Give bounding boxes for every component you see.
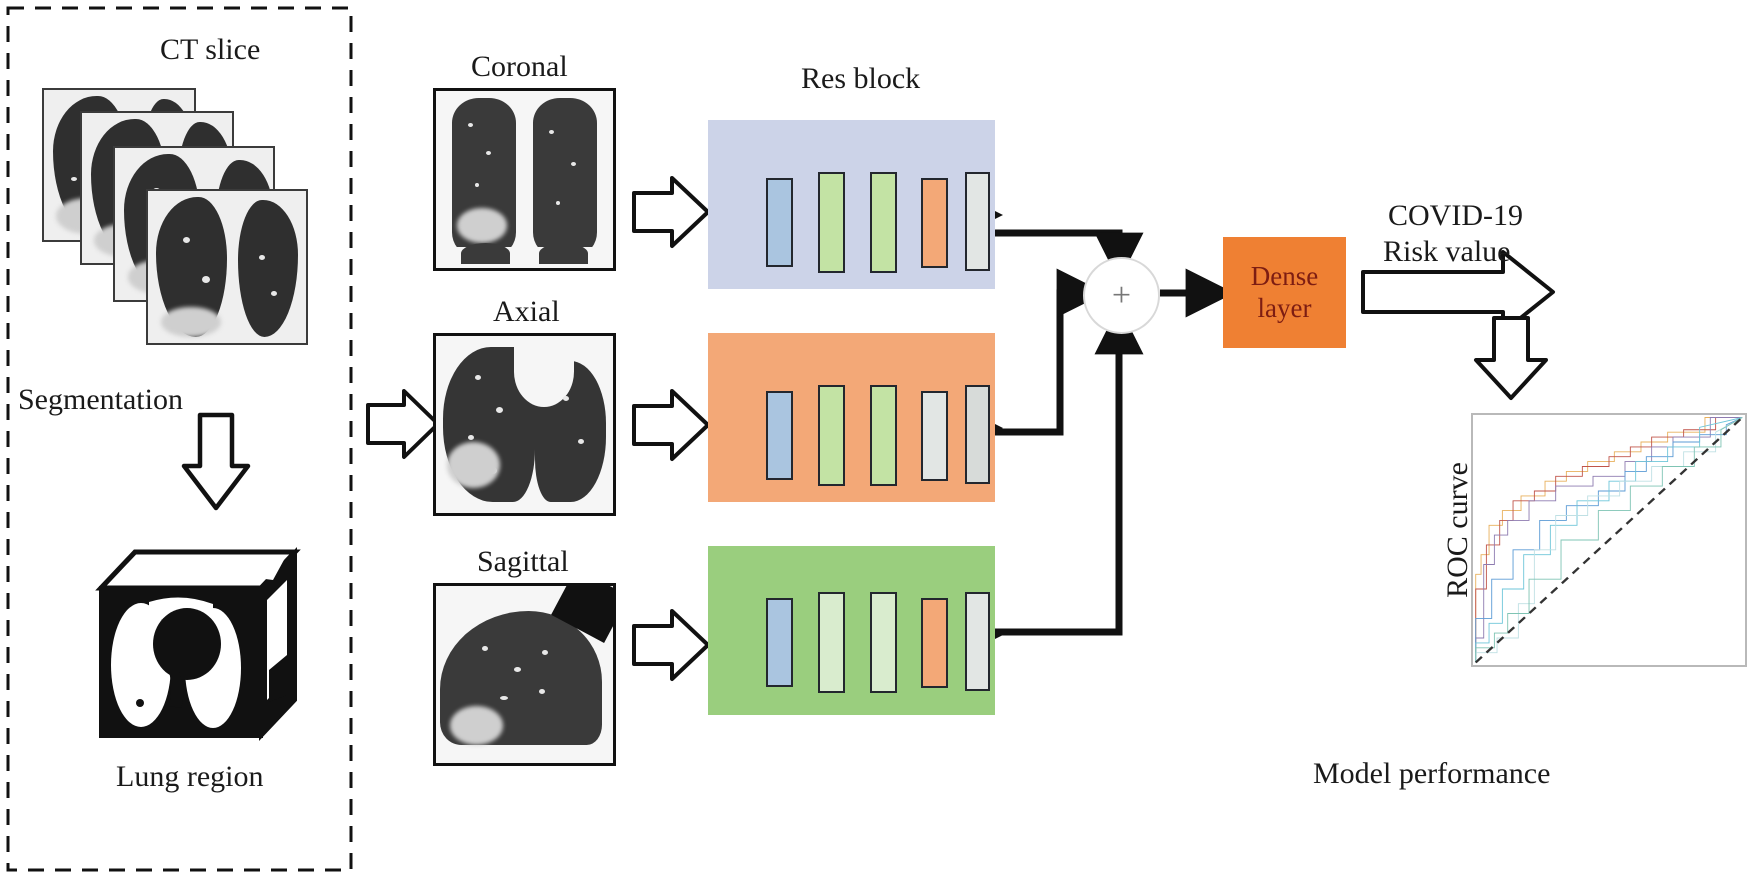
axial-to-block-arrow: [632, 389, 710, 461]
coronal-image: [433, 88, 616, 271]
axial-label: Axial: [493, 295, 560, 328]
coronal-label: Coronal: [471, 50, 568, 83]
input-to-views-arrow: [366, 389, 440, 459]
to-roc-arrow: [1474, 316, 1548, 400]
dense-layer-box: Dense layer: [1223, 237, 1346, 348]
axial-to-sum-line: [995, 268, 1106, 436]
coronal-bar-5: [965, 172, 990, 271]
dense-layer-line2: layer: [1257, 292, 1312, 323]
lung-region-label: Lung region: [116, 760, 264, 793]
sagittal-res-block: [708, 546, 995, 715]
sagittal-bar-1: [766, 598, 793, 687]
sagittal-to-sum-line: [995, 305, 1144, 636]
dense-layer-line1: Dense: [1250, 260, 1319, 291]
roc-series-fold-1: [1476, 418, 1743, 663]
ct-slice-thumb-4: [146, 189, 308, 345]
coronal-bar-1: [766, 178, 793, 267]
axial-bar-2: [818, 385, 845, 486]
axial-bar-5: [965, 385, 990, 484]
summation-node: +: [1083, 257, 1160, 334]
covid-risk-line1: COVID-19: [1388, 199, 1523, 232]
chance-diagonal: [1474, 416, 1744, 664]
sagittal-bar-4: [921, 598, 948, 688]
model-performance-caption: Model performance: [1313, 757, 1551, 790]
res-block-label: Res block: [801, 62, 921, 95]
axial-bar-3: [870, 385, 897, 486]
roc-curve-svg: [1473, 415, 1744, 664]
segmentation-arrow: [181, 412, 251, 511]
covid-risk-arrow: [1361, 250, 1555, 334]
axial-res-block: [708, 333, 995, 502]
coronal-bar-4: [921, 178, 948, 268]
axial-bar-4: [921, 391, 948, 481]
coronal-bar-2: [818, 172, 845, 273]
roc-series-fold-5: [1476, 418, 1743, 663]
roc-series-fold-6: [1476, 418, 1743, 663]
covid-risk-line2: Risk value: [1383, 235, 1511, 268]
roc-series-fold-7: [1476, 418, 1743, 663]
sagittal-bar-5: [965, 592, 990, 691]
coronal-to-block-arrow: [632, 176, 710, 248]
coronal-res-block: [708, 120, 995, 289]
axial-bar-1: [766, 391, 793, 480]
sagittal-bar-3: [870, 592, 897, 693]
sagittal-image: [433, 583, 616, 766]
ct-slice-label: CT slice: [160, 33, 261, 66]
axial-image: [433, 333, 616, 516]
sum-symbol: +: [1111, 276, 1132, 314]
lung-region-cube: [95, 546, 301, 742]
sagittal-to-block-arrow: [632, 609, 710, 681]
roc-curve-axis-label: ROC curve: [1441, 462, 1474, 598]
segmentation-group-border: [6, 6, 353, 872]
coronal-bar-3: [870, 172, 897, 273]
segmentation-label: Segmentation: [18, 383, 183, 416]
roc-curve-panel: [1471, 413, 1747, 667]
sagittal-bar-2: [818, 592, 845, 693]
coronal-to-sum-line: [995, 229, 1144, 282]
sagittal-label: Sagittal: [477, 545, 569, 578]
